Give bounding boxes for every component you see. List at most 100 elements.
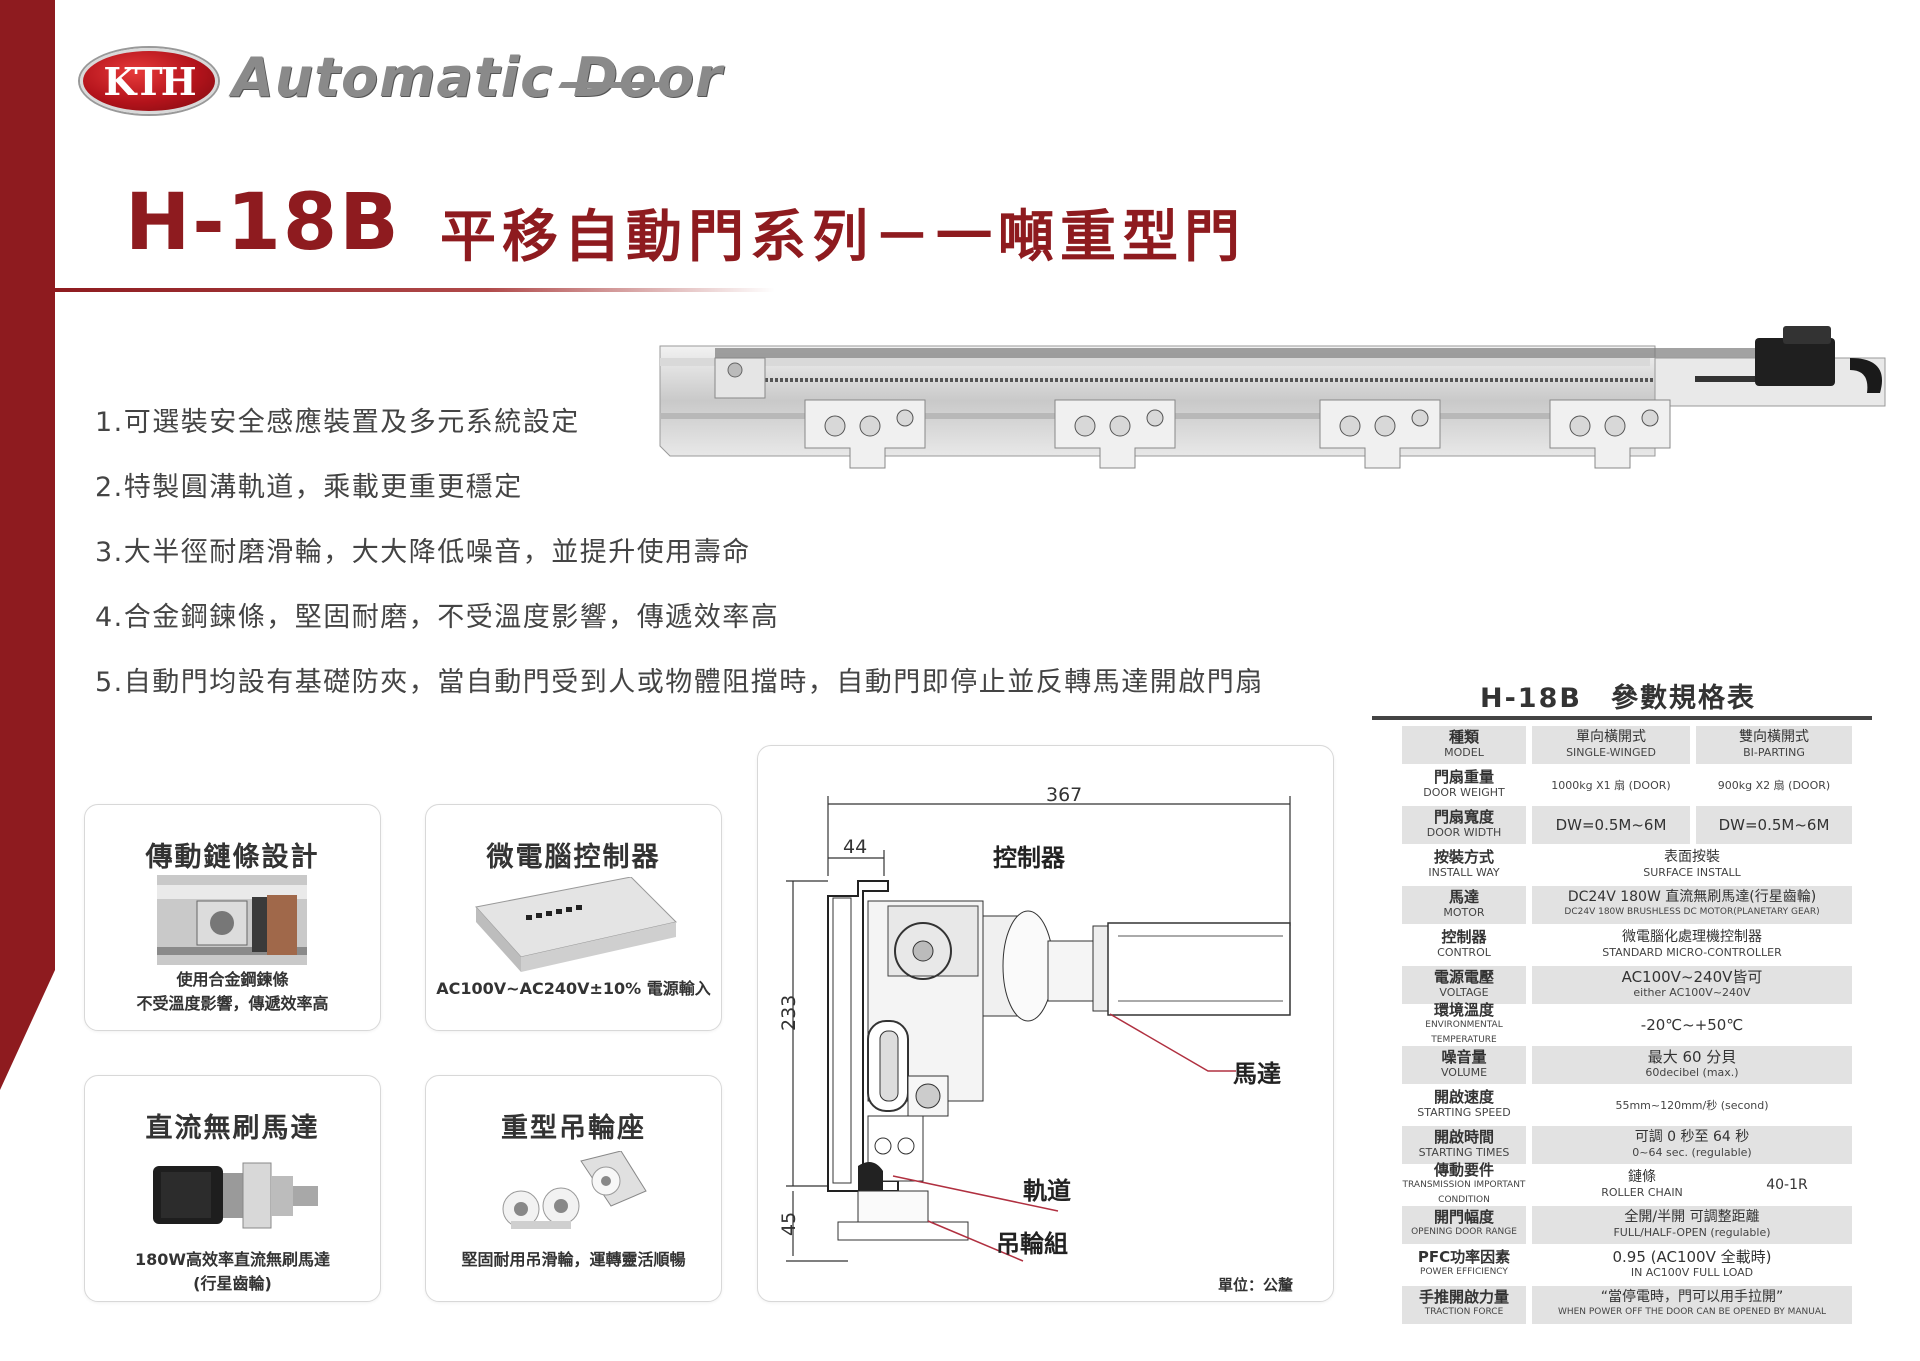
spec-label-en: TRANSMISSION IMPORTANT CONDITION <box>1402 1179 1526 1205</box>
feature-item-1: 1.可選裝安全感應裝置及多元系統設定 <box>95 407 580 438</box>
spec-label-en: VOLUME <box>1440 1066 1488 1079</box>
spec-value: AC100V~240V皆可 <box>1621 968 1763 986</box>
title-underline <box>55 288 775 292</box>
spec-label-cn: 開啟時間 <box>1433 1128 1494 1146</box>
card-title: 傳動鏈條設計 <box>145 842 320 873</box>
left-accent-band <box>0 0 55 1090</box>
feature-item-3: 3.大半徑耐磨滑輪，大大降低噪音，並提升使用壽命 <box>95 537 751 568</box>
label-track: 軌道 <box>1023 1177 1071 1205</box>
spec-label-cn: 噪音量 <box>1441 1048 1487 1066</box>
spec-label-en: DOOR WEIGHT <box>1423 786 1505 799</box>
logo-swoosh <box>558 82 662 88</box>
spec-value: 微電腦化處理機控制器 <box>1622 929 1762 945</box>
spec-value: DW=0.5M~6M <box>1555 815 1667 834</box>
spec-label-en: ENVIRONMENTAL TEMPERATURE <box>1425 1019 1503 1045</box>
dimension-bottom: 45 <box>778 1211 800 1236</box>
spec-table-title: H-18B 參數規格表 <box>1480 683 1756 714</box>
dimension-height: 233 <box>778 994 800 1031</box>
controller-image <box>475 877 677 972</box>
door-operator-image <box>659 326 1886 469</box>
unit-note: 單位：公釐 <box>1218 1276 1294 1294</box>
spec-label-cn: 門扇重量 <box>1433 768 1494 786</box>
spec-value: 單向橫開式 <box>1576 729 1646 745</box>
hanger-wheel-image <box>502 1151 647 1229</box>
spec-label-cn: 電源電壓 <box>1433 968 1494 986</box>
label-controller: 控制器 <box>993 844 1065 872</box>
label-hanger-assembly: 吊輪組 <box>996 1230 1068 1258</box>
card-caption-line1: 堅固耐用吊滑輪，運轉靈活順暢 <box>461 1250 686 1269</box>
feature-item-2: 2.特製圓溝軌道，乘載更重更穩定 <box>95 472 523 503</box>
spec-label-en: MODEL <box>1444 746 1484 759</box>
spec-value-sub: FULL/HALF-OPEN (regulable) <box>1613 1226 1771 1239</box>
spec-value-sub: IN AC100V FULL LOAD <box>1630 1266 1754 1279</box>
card-caption-line1: AC100V~AC240V±10% 電源輸入 <box>436 979 711 998</box>
spec-label-cn: 按裝方式 <box>1433 848 1494 866</box>
spec-value: 0.95 (AC100V 全載時) <box>1612 1248 1772 1266</box>
dimension-width: 367 <box>1046 784 1083 806</box>
spec-label-cn: 開門幅度 <box>1433 1208 1494 1226</box>
spec-label-en: POWER EFFICIENCY <box>1420 1267 1508 1277</box>
spec-value-sub: STANDARD MICRO-CONTROLLER <box>1602 946 1782 959</box>
spec-label-cn: 馬達 <box>1448 888 1479 906</box>
spec-value-sub: either AC100V~240V <box>1633 986 1751 999</box>
spec-label-en: STARTING SPEED <box>1417 1106 1511 1119</box>
chain-drive-image <box>157 875 307 965</box>
spec-value-sub: BI-PARTING <box>1743 746 1805 759</box>
feature-card-chain: 傳動鏈條設計 使用合金鋼鍊條 不受溫度影響，傳遞效率高 <box>84 804 381 1031</box>
card-caption-line1: 使用合金鋼鍊條 <box>176 970 289 989</box>
spec-value-chain-type: 40-1R <box>1766 1176 1808 1193</box>
spec-value: DW=0.5M~6M <box>1718 815 1830 834</box>
spec-value: 鏈條 <box>1628 1169 1656 1185</box>
feature-card-motor: 直流無刷馬達 180W高效率直流無刷馬達 (行星齒輪) <box>84 1075 381 1302</box>
spec-label-en: INSTALL WAY <box>1428 866 1500 879</box>
spec-label-en: STARTING TIMES <box>1418 1146 1510 1159</box>
kth-logo: KTH <box>80 48 218 114</box>
spec-value-sub: 0~64 sec. (regulable) <box>1632 1146 1752 1159</box>
spec-value-sub: SINGLE-WINGED <box>1566 746 1656 759</box>
spec-value: -20℃~+50℃ <box>1640 1015 1744 1034</box>
spec-label-cn: 手推開啟力量 <box>1418 1288 1509 1306</box>
spec-value: 表面按裝 <box>1664 849 1720 865</box>
page-title-name: 平移自動門系列－一噸重型門 <box>440 205 1246 270</box>
label-motor: 馬達 <box>1233 1060 1281 1088</box>
spec-label-cn: 環境溫度 <box>1433 1000 1494 1019</box>
spec-value: “當停電時，門可以用手拉開” <box>1600 1289 1784 1305</box>
spec-label-en: MOTOR <box>1443 906 1485 919</box>
card-caption-line2: 不受溫度影響，傳遞效率高 <box>136 994 329 1013</box>
page-title-model: H-18B <box>125 178 401 268</box>
feature-item-5: 5.自動門均設有基礎防夾，當自動門受到人或物體阻擋時，自動門即停止並反轉馬達開啟… <box>95 667 1264 698</box>
spec-value: 全開/半開 可調整距離 <box>1624 1209 1760 1225</box>
motor-image <box>153 1162 318 1229</box>
spec-value-sub: DC24V 180W BRUSHLESS DC MOTOR(PLANETARY … <box>1564 907 1820 917</box>
logo-wordmark: Automatic Door <box>232 46 723 109</box>
feature-card-hanger: 重型吊輪座 堅固耐用吊滑輪，運轉靈活順暢 <box>425 1075 722 1302</box>
dimension-offset: 44 <box>843 836 868 858</box>
spec-label-en: OPENING DOOR RANGE <box>1411 1227 1517 1237</box>
spec-value: 雙向橫開式 <box>1739 729 1809 745</box>
feature-card-controller: 微電腦控制器 AC100V~AC240V±10% 電源輸入 <box>425 804 722 1031</box>
spec-value: 55mm~120mm/秒 (second) <box>1615 1098 1769 1112</box>
spec-value: 可調 0 秒至 64 秒 <box>1634 1129 1750 1145</box>
card-title: 微電腦控制器 <box>486 842 661 873</box>
spec-label-cn: 控制器 <box>1441 928 1487 946</box>
spec-label-en: CONTROL <box>1437 946 1491 959</box>
spec-value: 1000kg X1 扇 (DOOR) <box>1551 778 1671 792</box>
card-title: 直流無刷馬達 <box>145 1113 320 1144</box>
card-title: 重型吊輪座 <box>501 1113 646 1144</box>
spec-label-en: DOOR WIDTH <box>1426 826 1502 839</box>
spec-label-cn: 傳動要件 <box>1433 1160 1494 1179</box>
spec-label-en: VOLTAGE <box>1439 986 1489 999</box>
